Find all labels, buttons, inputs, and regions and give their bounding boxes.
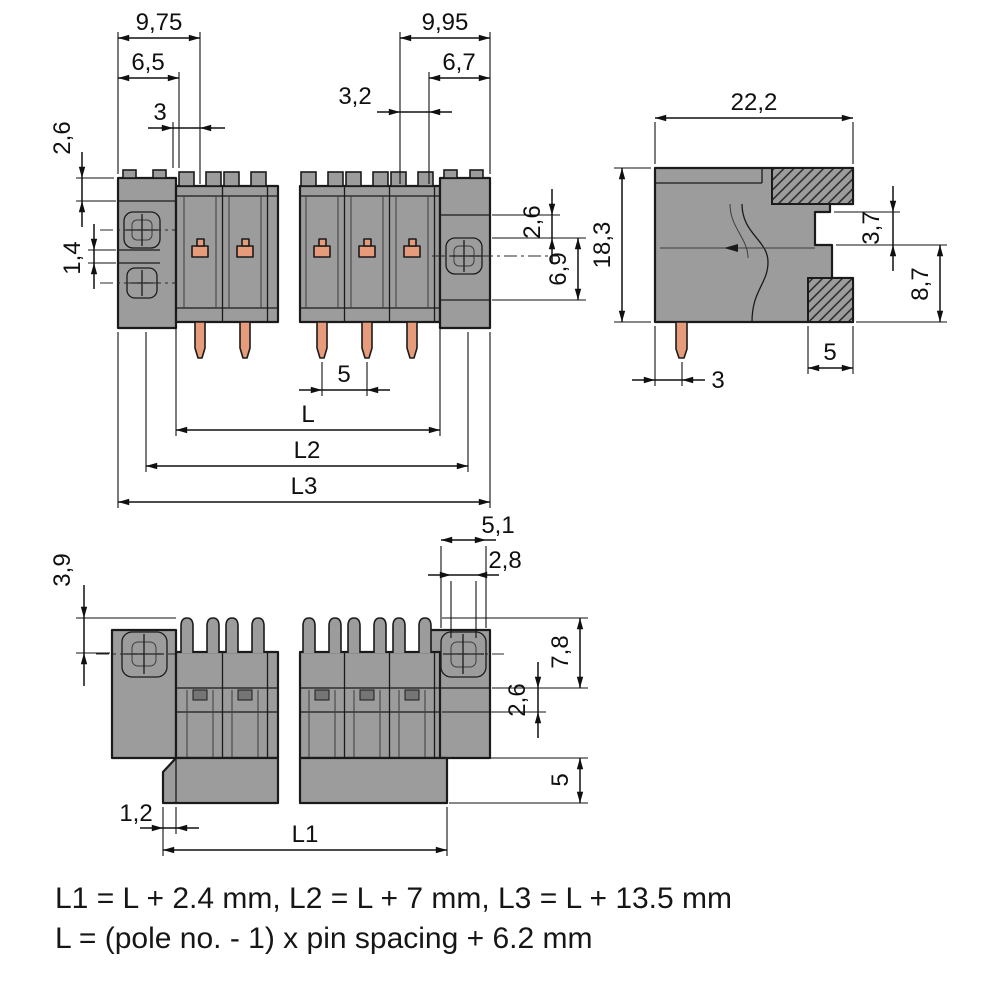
- dim-39-label: 3,9: [49, 553, 76, 586]
- front-module-strip: [174, 171, 442, 324]
- side-solder-pin: [675, 321, 688, 359]
- dim-26-left-label: 2,6: [49, 121, 76, 154]
- front-dimensions: 9,75 6,5 3 9,95 6,7 3,2 2,6: [49, 9, 586, 508]
- dim-L-label: L: [301, 401, 314, 428]
- dim-51-label: 5,1: [481, 512, 514, 539]
- dim-3-label: 3: [153, 99, 166, 126]
- dim-L1-label: L1: [292, 821, 319, 848]
- bottom-module-strip: [174, 617, 442, 760]
- contact-tabs: [191, 238, 421, 258]
- dim-37-label: 3,7: [858, 211, 885, 244]
- bottom-plinth: [161, 756, 449, 805]
- side-dimensions: 22,2 18,3 3,7 8,7 3 5: [589, 89, 947, 394]
- side-view: 22,2 18,3 3,7 8,7 3 5: [589, 89, 947, 394]
- dim-12-label: 1,2: [119, 800, 152, 827]
- formula-line-2: L = (pole no. - 1) x pin spacing + 6.2 m…: [55, 922, 593, 955]
- dim-L3-label: L3: [291, 473, 318, 500]
- dim-222-label: 22,2: [731, 89, 778, 116]
- dim-3-side-label: 3: [711, 367, 724, 394]
- dim-5-side-label: 5: [823, 339, 836, 366]
- front-view: 9,75 6,5 3 9,95 6,7 3,2 2,6: [49, 9, 586, 508]
- dim-67-label: 6,7: [442, 49, 475, 76]
- dim-5-bottom-label: 5: [547, 773, 574, 786]
- dim-183-label: 18,3: [589, 222, 616, 269]
- dim-14-label: 1,4: [59, 241, 86, 274]
- dim-32-label: 3,2: [338, 83, 371, 110]
- dim-5-pitch-label: 5: [337, 361, 350, 388]
- dim-995-label: 9,95: [422, 9, 469, 36]
- dim-L2-label: L2: [294, 437, 321, 464]
- hatched-section-bottom: [807, 277, 854, 323]
- dim-975-label: 9,75: [136, 9, 183, 36]
- bottom-dimensions: 3,9 5,1 2,8 7,8 2,6 5: [49, 512, 588, 856]
- formula-block: L1 = L + 2.4 mm, L2 = L + 7 mm, L3 = L +…: [55, 882, 732, 955]
- hatched-section-top: [771, 167, 854, 205]
- front-right-flange: [432, 169, 558, 330]
- dim-26-right-label: 2,6: [519, 205, 546, 238]
- dim-69-label: 6,9: [545, 252, 572, 285]
- dim-65-label: 6,5: [131, 49, 164, 76]
- dim-78-label: 7,8: [547, 635, 574, 668]
- dim-26-bottom-label: 2,6: [504, 683, 531, 716]
- formula-line-1: L1 = L + 2.4 mm, L2 = L + 7 mm, L3 = L +…: [55, 882, 732, 915]
- contact-pointer: [724, 244, 738, 252]
- dim-28-label: 2,8: [488, 547, 521, 574]
- solder-pins: [194, 321, 418, 359]
- dim-87-label: 8,7: [907, 267, 934, 300]
- front-left-flange: [100, 169, 190, 330]
- bottom-view: 3,9 5,1 2,8 7,8 2,6 5: [49, 512, 588, 856]
